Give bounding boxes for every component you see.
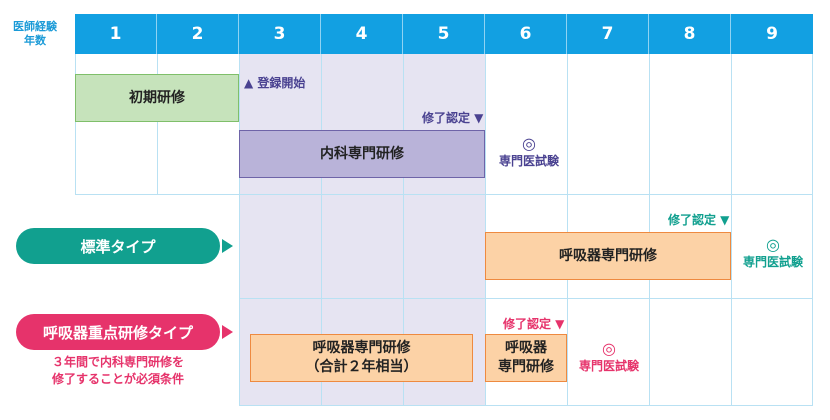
condition-line1: ３年間で内科専門研修を [51,355,184,369]
exam-mark-icon: ◎ [522,134,536,153]
resp-training-bar-standard: 呼吸器専門研修 [485,232,731,280]
internal-medicine-training-bar: 内科専門研修 [239,130,485,178]
completion-cert-note-standard: 修了認定 ▼ [668,213,730,227]
focused-condition: ３年間で内科専門研修を 修了することが必須条件 [16,354,220,388]
grid-line [485,54,486,194]
grid-line [731,299,732,405]
year-cell-7: 7 [567,14,649,54]
grid-line [567,299,568,405]
year-cell-6: 6 [485,14,567,54]
grid-line [649,299,650,405]
exam-standard: ◎ 専門医試験 [735,236,811,270]
year-cell-1: 1 [75,14,157,54]
resp-short-line1: 呼吸器 [505,340,547,356]
grid-line [731,195,732,298]
resp-total-line2: （合計２年相当） [305,359,418,375]
grid-line [157,54,158,194]
resp-training-total-bar: 呼吸器専門研修 （合計２年相当） [250,334,473,382]
grid-line [731,54,732,194]
grid-line [239,298,813,299]
year-cell-9: 9 [731,14,813,54]
exam-top: ◎ 専門医試験 [490,135,568,169]
resp-training-short-bar: 呼吸器 専門研修 [485,334,567,382]
year-cell-8: 8 [649,14,731,54]
resp-short-line2: 専門研修 [498,359,554,375]
grid-line [403,54,404,194]
grid-line [567,54,568,194]
grid-line [812,299,813,405]
experience-years-label: 医師経験 年数 [2,20,68,48]
exam-mark-icon: ◎ [602,339,616,358]
grid-line [239,299,240,405]
grid-line [239,195,240,298]
registration-start-note: ▲ 登録開始 [244,76,306,90]
grid-line [403,195,404,298]
experience-label-line2: 年数 [24,34,46,47]
exam-focused: ◎ 専門医試験 [570,340,648,374]
focused-type-pill: 呼吸器重点研修タイプ [16,314,220,350]
grid-line [321,195,322,298]
standard-type-pill: 標準タイプ [16,228,220,264]
year-cell-4: 4 [321,14,403,54]
standard-arrow-icon [222,239,233,253]
grid-line [239,54,240,194]
shade-standard [239,195,485,298]
focused-arrow-icon [222,325,233,339]
grid-line [75,54,76,194]
grid-line [649,54,650,194]
resp-total-line1: 呼吸器専門研修 [312,340,411,356]
completion-cert-note-focused: 修了認定 ▼ [503,317,565,331]
grid-line [239,405,813,406]
exam-mark-icon: ◎ [766,235,780,254]
year-cell-2: 2 [157,14,239,54]
year-cell-5: 5 [403,14,485,54]
experience-label-line1: 医師経験 [13,20,57,33]
grid-line [812,195,813,298]
condition-line2: 修了することが必須条件 [51,372,184,386]
exam-label: 専門医試験 [578,359,639,373]
grid-line [812,54,813,194]
exam-label: 専門医試験 [498,154,559,168]
exam-label: 専門医試験 [742,255,803,269]
grid-line [75,194,813,195]
year-cell-3: 3 [239,14,321,54]
grid-line [321,54,322,194]
completion-cert-note-top: 修了認定 ▼ [422,111,484,125]
initial-training-bar: 初期研修 [75,74,239,122]
